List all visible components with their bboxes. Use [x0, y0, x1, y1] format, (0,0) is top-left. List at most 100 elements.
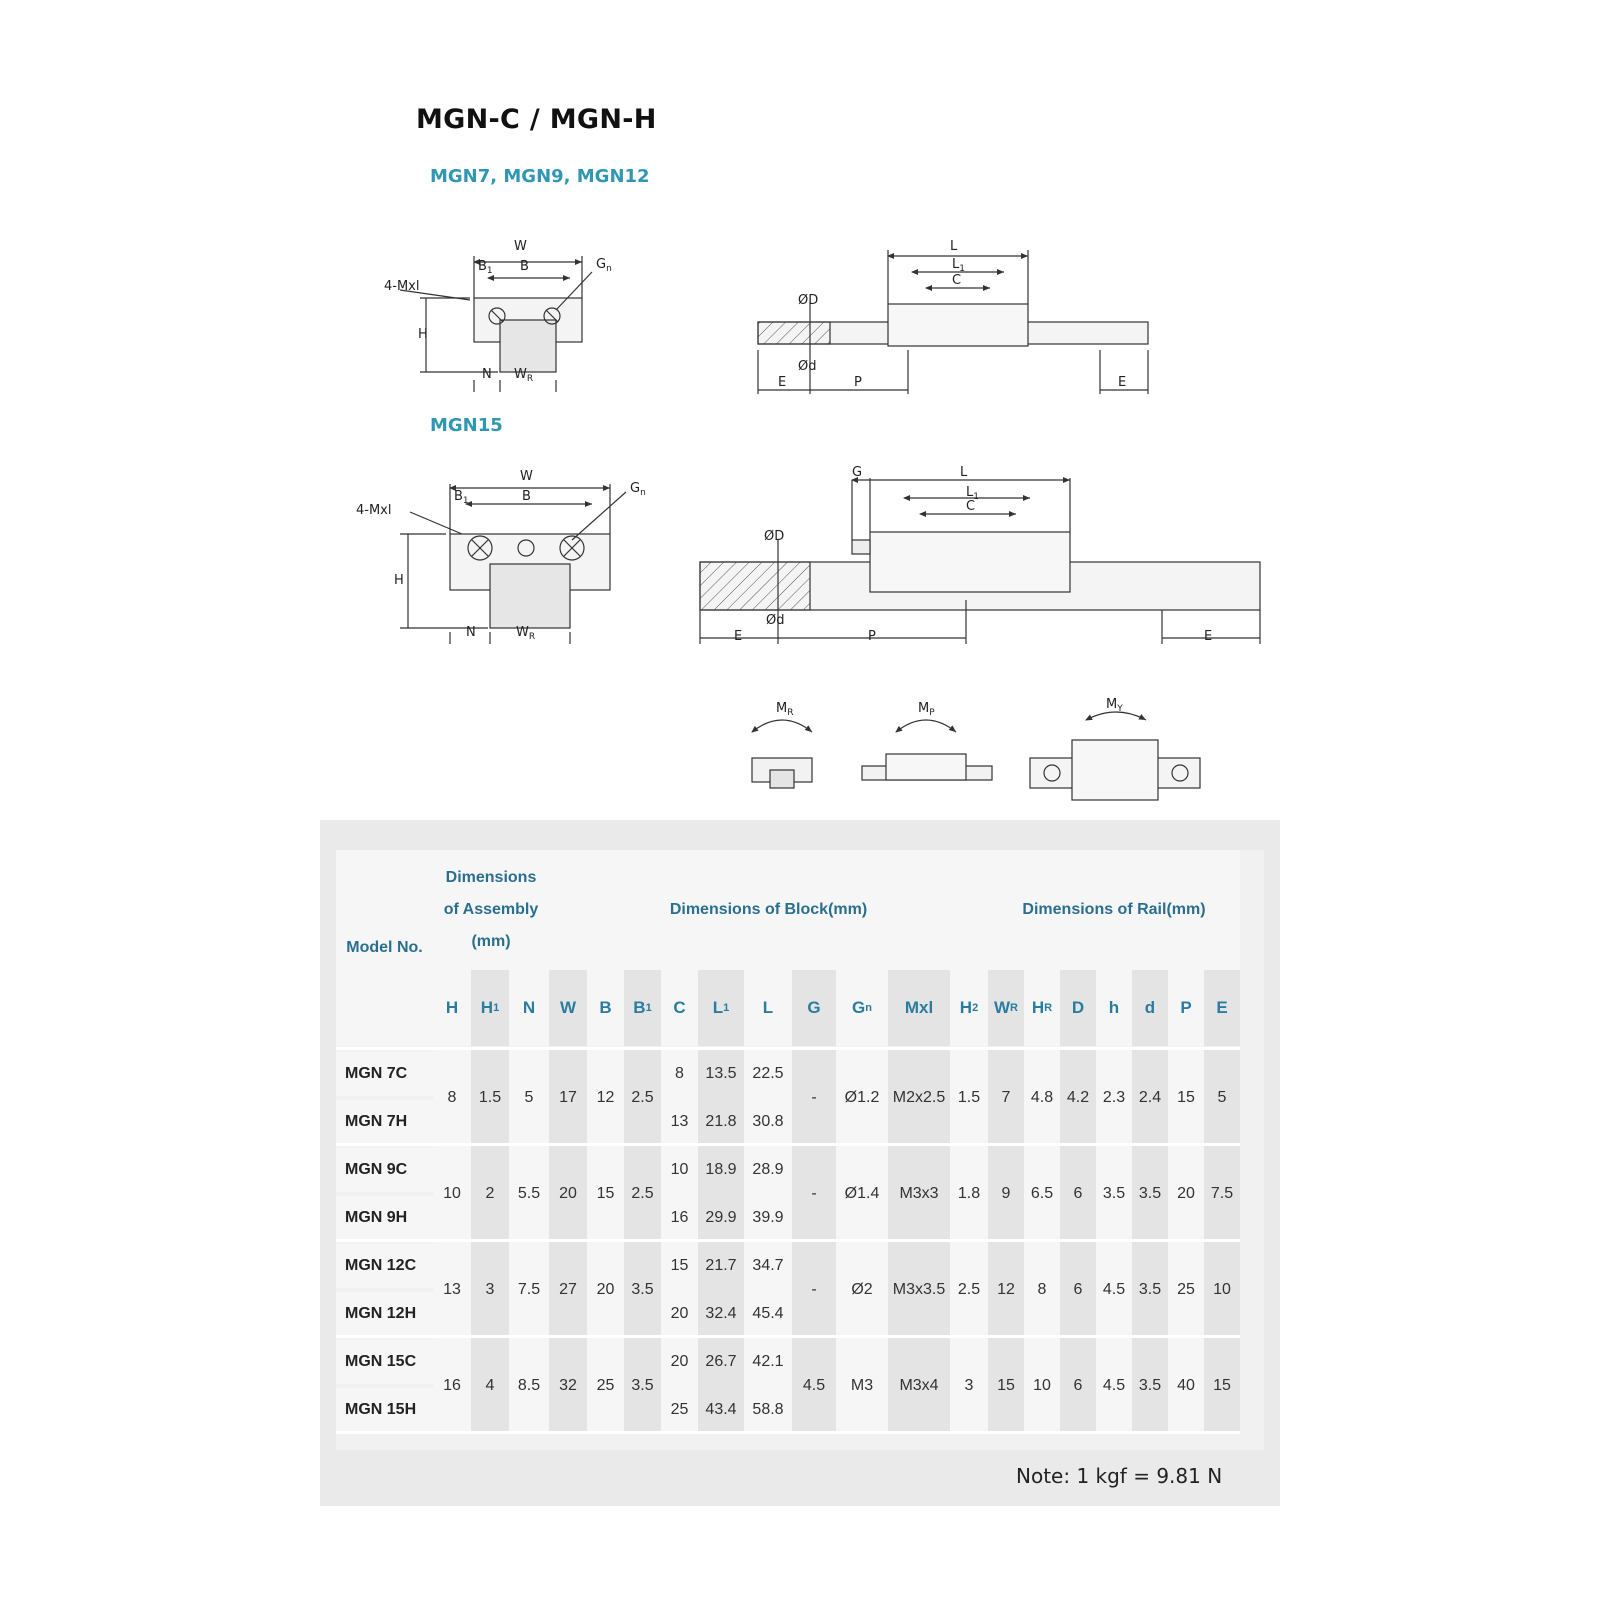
value-cell-n: 8.5 [509, 1338, 549, 1434]
column-header: N [509, 970, 549, 1046]
value-cell-l1: 18.9 [698, 1146, 744, 1194]
value-cell-hr: 6.5 [1024, 1146, 1060, 1242]
column-symbol: Mxl [904, 998, 934, 1017]
dim-h: H [418, 327, 428, 342]
value-cell-h2: 3 [950, 1338, 988, 1434]
column-symbol: W [994, 998, 1011, 1017]
column-symbol: L [712, 998, 724, 1017]
column-symbol: C [673, 998, 686, 1017]
value-cell-h: 2.3 [1096, 1050, 1132, 1146]
unit-note: Note: 1 kgf = 9.81 N [1016, 1464, 1223, 1488]
value-cell-h: 10 [433, 1146, 471, 1242]
value-cell-h2: 1.8 [950, 1146, 988, 1242]
column-header: h [1096, 970, 1132, 1046]
column-symbol-sub: R [1010, 1002, 1018, 1014]
group-assembly-line: of Assembly [443, 901, 539, 918]
column-symbol: d [1144, 998, 1156, 1017]
column-symbol-sub: 1 [723, 1002, 730, 1014]
dim-p-15: P [868, 629, 876, 644]
dim-g: G [852, 465, 862, 480]
end-view-large-labels: W B B1 4-Mxl Gn H N WR [356, 469, 646, 642]
column-header: L [744, 970, 792, 1046]
model-cell: MGN 7H [336, 1100, 433, 1144]
value-cell-l1: 29.9 [698, 1194, 744, 1242]
row-separator [336, 1335, 1240, 1338]
column-symbol: G [807, 998, 821, 1017]
value-cell-n: 5.5 [509, 1146, 549, 1242]
value-cell-p: 15 [1168, 1050, 1204, 1146]
value-cell-l1: 21.7 [698, 1242, 744, 1290]
value-cell-g: - [792, 1146, 836, 1242]
value-cell-gn: Ø1.2 [836, 1050, 888, 1146]
value-cell-h: 13 [433, 1242, 471, 1338]
value-cell-hr: 10 [1024, 1338, 1060, 1434]
column-symbol: H [445, 998, 459, 1017]
value-cell-l: 30.8 [744, 1098, 792, 1146]
moment-labels: MR MP MY [776, 697, 1123, 718]
side-view-large [699, 477, 1261, 644]
value-cell-e: 7.5 [1204, 1146, 1240, 1242]
value-cell-b1: 2.5 [624, 1146, 661, 1242]
end-view-small [399, 256, 593, 392]
dim-b1-15: B1 [454, 489, 469, 506]
dim-e-15: E [734, 629, 742, 644]
dim-p: P [854, 375, 862, 390]
column-symbol: h [1108, 998, 1120, 1017]
value-cell-e: 10 [1204, 1242, 1240, 1338]
value-cell-l1: 32.4 [698, 1290, 744, 1338]
value-cell-h: 3.5 [1096, 1146, 1132, 1242]
dim-mxl: 4-Mxl [384, 279, 419, 294]
value-cell-c: 25 [661, 1386, 698, 1434]
value-cell-d: 4.2 [1060, 1050, 1096, 1146]
value-cell-c: 20 [661, 1338, 698, 1386]
model-cell: MGN 9C [336, 1148, 433, 1192]
value-cell-mxl: M2x2.5 [888, 1050, 950, 1146]
column-symbol: N [522, 998, 536, 1017]
value-cell-p: 20 [1168, 1146, 1204, 1242]
value-cell-wr: 15 [988, 1338, 1024, 1434]
value-cell-wr: 12 [988, 1242, 1024, 1338]
dim-c: C [952, 273, 961, 288]
model-cell: MGN 15C [336, 1340, 433, 1384]
value-cell-h: 16 [433, 1338, 471, 1434]
value-cell-d: 6 [1060, 1242, 1096, 1338]
column-header: B [587, 970, 624, 1046]
model-cell: MGN 7C [336, 1052, 433, 1096]
column-header: C [661, 970, 698, 1046]
page-title: MGN-C / MGN-H [416, 104, 657, 135]
side-view-large-labels: G L L1 C ØD Ød E P E [734, 465, 1212, 644]
column-symbol: H [959, 998, 973, 1017]
end-view-large [400, 484, 627, 644]
dim-h-15: H [394, 573, 404, 588]
value-cell-n: 7.5 [509, 1242, 549, 1338]
value-cell-h1: 2 [471, 1146, 509, 1242]
dim-l1: L1 [952, 257, 965, 274]
dim-n-15: N [466, 625, 476, 640]
dim-phi-d-large-15: ØD [764, 529, 784, 544]
value-cell-l: 58.8 [744, 1386, 792, 1434]
value-cell-c: 10 [661, 1146, 698, 1194]
column-header: E [1204, 970, 1240, 1046]
value-cell-l: 28.9 [744, 1146, 792, 1194]
value-cell-e: 5 [1204, 1050, 1240, 1146]
value-cell-h1: 1.5 [471, 1050, 509, 1146]
column-header: D [1060, 970, 1096, 1046]
column-symbol: G [852, 998, 866, 1017]
value-cell-w: 20 [549, 1146, 587, 1242]
value-cell-g: 4.5 [792, 1338, 836, 1434]
row-separator [336, 1431, 1240, 1434]
row-separator [336, 1047, 1240, 1050]
value-cell-l1: 21.8 [698, 1098, 744, 1146]
column-header: d [1132, 970, 1168, 1046]
dim-phi-d-small-15: Ød [766, 613, 784, 628]
value-cell-c: 20 [661, 1290, 698, 1338]
value-cell-h2: 1.5 [950, 1050, 988, 1146]
dim-e-right: E [1118, 375, 1126, 390]
moment-diagrams [751, 711, 1201, 801]
value-cell-g: - [792, 1050, 836, 1146]
value-cell-gn: Ø1.4 [836, 1146, 888, 1242]
value-cell-mxl: M3x3 [888, 1146, 950, 1242]
